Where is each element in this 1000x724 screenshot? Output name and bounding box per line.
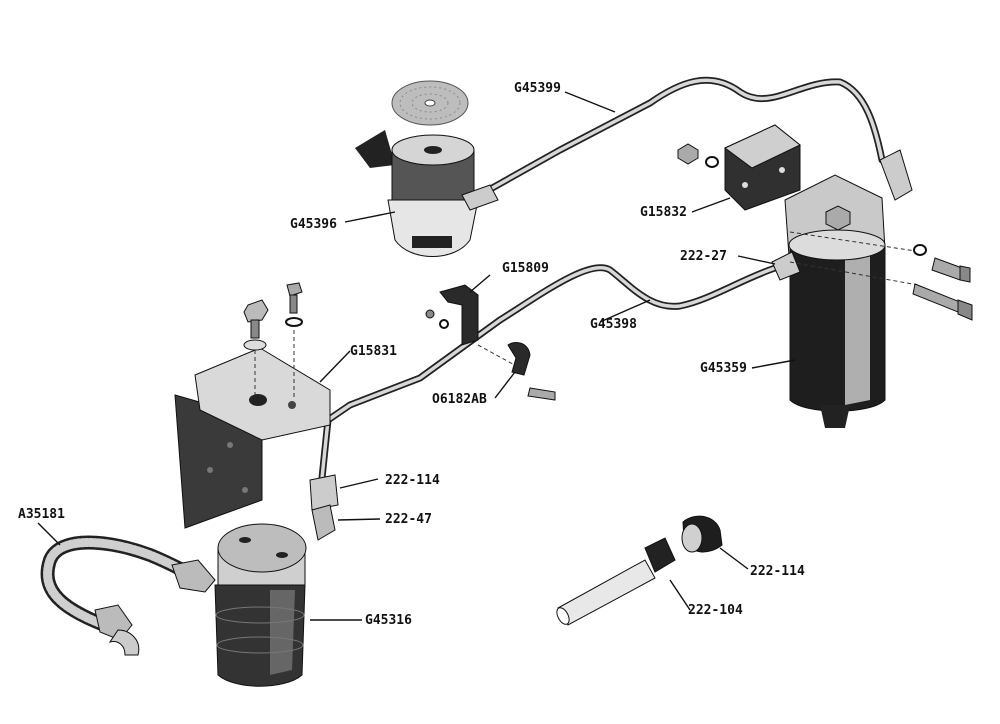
label-222-104: 222-104	[688, 603, 743, 618]
label-222-47: 222-47	[385, 512, 432, 527]
label-222-114-upper: 222-114	[385, 473, 440, 488]
fuel-line-g45399	[474, 76, 886, 200]
label-g45359: G45359	[700, 361, 747, 376]
part-labels: G45399 G45396 G15832 222-27 G15809 G4539…	[18, 81, 805, 628]
label-a35181: A35181	[18, 507, 65, 522]
fuel-pump-g45396	[355, 130, 499, 257]
clip-g15809	[425, 284, 521, 369]
label-g45316: G45316	[365, 613, 412, 628]
bracket-g15832	[677, 124, 801, 211]
label-g45398: G45398	[590, 317, 637, 332]
label-g15809: G15809	[502, 261, 549, 276]
leader-lines	[37, 91, 796, 621]
label-g45399: G45399	[514, 81, 561, 96]
label-o6182ab: O6182AB	[432, 392, 487, 407]
fuel-line-g45398	[318, 264, 779, 482]
filter-g45316	[94, 474, 339, 687]
fuel-filter-g45359	[771, 149, 913, 428]
label-222-27: 222-27	[680, 249, 727, 264]
label-g45396: G45396	[290, 217, 337, 232]
bolts-bracket	[243, 282, 303, 400]
clip-o6182ab	[507, 342, 556, 401]
bolts-right	[789, 231, 973, 321]
label-222-114-lower: 222-114	[750, 564, 805, 579]
label-g15831: G15831	[350, 344, 397, 359]
strainer-disc	[391, 80, 469, 126]
fitting-detail	[556, 515, 723, 626]
label-g15832: G15832	[640, 205, 687, 220]
bracket-g15831	[174, 347, 331, 529]
